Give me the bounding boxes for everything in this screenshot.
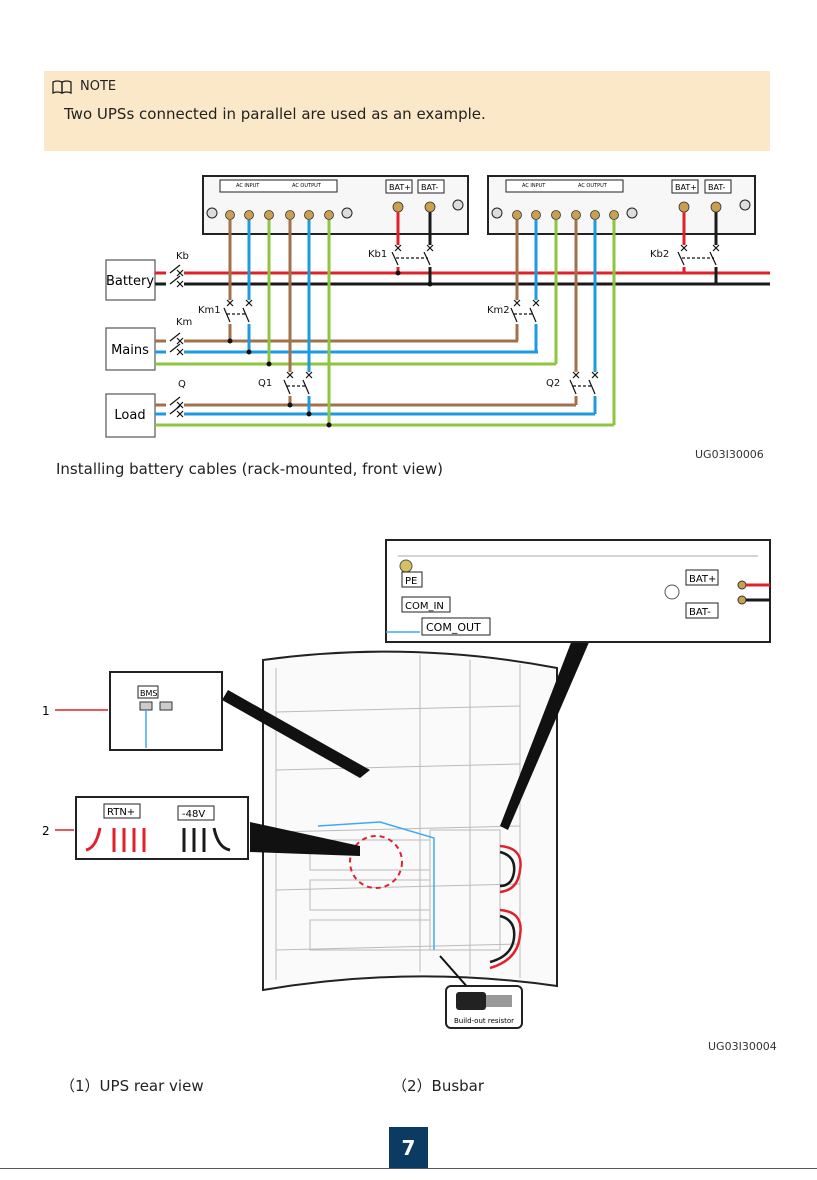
ups2-ac-output-label: AC OUTPUT: [578, 183, 608, 189]
switch-km-label: Km: [176, 317, 192, 328]
ups2-terminal-panel: AC INPUT AC OUTPUT BAT+ BAT-: [487, 175, 756, 235]
bms-label: BMS: [140, 689, 157, 698]
switch-q1-label: Q1: [258, 378, 272, 389]
note-text: Two UPSs connected in parallel are used …: [64, 105, 486, 123]
rear-bat-plus-label: BAT+: [689, 574, 716, 585]
rtn-label: RTN+: [107, 807, 135, 818]
ups1-terminal-panel: AC INPUT AC OUTPUT BAT+ BAT-: [202, 175, 469, 235]
mains-block: Mains: [111, 343, 149, 358]
rack-illustration: PE COM_IN COM_OUT BAT+ BAT- BMS 1 RTN+ -…: [42, 539, 771, 1029]
load-block: Load: [114, 408, 145, 423]
footer-rule: [0, 1168, 817, 1169]
switch-q2-label: Q2: [546, 378, 560, 389]
callout-1: 1: [42, 704, 50, 718]
caption-top: Installing battery cables (rack-mounted,…: [56, 460, 443, 478]
caption-ups-rear-view: （1）UPS rear view: [60, 1077, 204, 1095]
wiring-diagram: AC INPUT AC OUTPUT BAT+ BAT- AC INPUT AC…: [105, 175, 770, 438]
ups1-ac-input-label: AC INPUT: [236, 183, 260, 189]
ups1-ac-output-label: AC OUTPUT: [292, 183, 322, 189]
battery-block: Battery: [106, 274, 154, 289]
ups1-bat-minus-label: BAT-: [421, 183, 438, 192]
switch-km2-label: Km2: [487, 305, 510, 316]
rack-figure-code: UG03I30004: [708, 1040, 777, 1053]
caption-busbar: （2）Busbar: [392, 1077, 485, 1095]
wiring-figure-code: UG03I30006: [695, 448, 764, 461]
com-out-label: COM_OUT: [426, 621, 481, 634]
rear-bat-minus-label: BAT-: [689, 607, 711, 618]
note-box: NOTE Two UPSs connected in parallel are …: [44, 71, 770, 151]
switch-kb-label: Kb: [176, 251, 189, 262]
switch-q-label: Q: [178, 379, 186, 390]
note-heading-label: NOTE: [80, 79, 117, 94]
ups2-ac-input-label: AC INPUT: [522, 183, 546, 189]
callout-2: 2: [42, 824, 50, 838]
ups2-bat-plus-label: BAT+: [675, 183, 697, 192]
switch-km1-label: Km1: [198, 305, 221, 316]
note-heading: NOTE: [52, 79, 116, 94]
pe-label: PE: [405, 576, 417, 587]
switch-kb2-label: Kb2: [650, 249, 669, 260]
neg48-label: -48V: [182, 809, 205, 820]
switch-kb1-label: Kb1: [368, 249, 387, 260]
ups2-bat-minus-label: BAT-: [708, 183, 725, 192]
book-icon: [52, 79, 72, 94]
com-in-label: COM_IN: [405, 601, 444, 612]
resistor-label: Build-out resistor: [454, 1017, 514, 1025]
ups1-bat-plus-label: BAT+: [389, 183, 411, 192]
page-number: 7: [389, 1127, 428, 1168]
